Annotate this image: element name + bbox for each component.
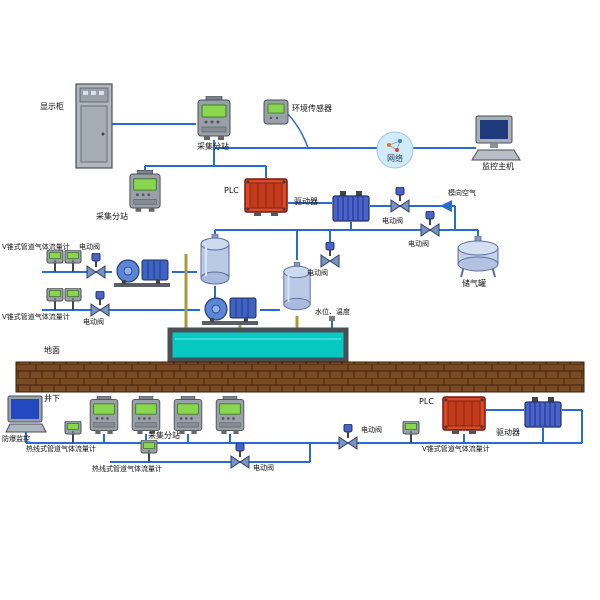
- vcone-flowmeter-3: [402, 421, 420, 443]
- label-valve-b: 电动阀: [408, 240, 429, 248]
- collection-substation-b1: [89, 396, 119, 434]
- electric-valve-f: [338, 424, 358, 450]
- label-monitor-host: 监控主机: [482, 162, 514, 171]
- vcone-flowmeter-1b: [64, 250, 82, 272]
- electric-valve-e: [320, 242, 340, 268]
- sensor-cable: [285, 111, 309, 149]
- label-underground: 井下: [44, 394, 60, 403]
- explosion-proof-computer: [5, 395, 47, 433]
- collection-substation-1: [197, 96, 231, 140]
- hotwire-flowmeter-2: [140, 440, 158, 462]
- label-substation-2: 采集分站: [96, 212, 128, 221]
- label-env-sensor: 环境传感器: [292, 104, 332, 113]
- collection-substation-b4: [215, 396, 245, 434]
- label-gas-tank: 储气罐: [462, 279, 486, 288]
- environment-sensor: [263, 99, 289, 125]
- label-valve-e: 电动阀: [307, 269, 328, 277]
- hotwire-flowmeter-1: [64, 421, 82, 443]
- vcone-flowmeter-1a: [46, 250, 64, 272]
- collection-substation-b3: [173, 396, 203, 434]
- label-hotwire-2: 热线式管道气体流量计: [92, 465, 162, 473]
- collection-substation-b2: [131, 396, 161, 434]
- driver-bottom: [524, 396, 562, 428]
- electric-valve-c: [86, 253, 106, 279]
- gas-storage-tank: [457, 236, 499, 278]
- electric-valve-b: [420, 211, 440, 237]
- label-air-inlet: 模向空气: [448, 189, 476, 197]
- label-vcone-3: V锥式管道气体流量计: [422, 445, 490, 453]
- network-cloud: [376, 131, 414, 169]
- label-water-temp: 水位、温度: [315, 308, 350, 316]
- pump-2: [201, 297, 259, 326]
- label-valve-c: 电动阀: [79, 243, 100, 251]
- display-cabinet: [75, 83, 113, 169]
- label-driver-bottom: 驱动器: [496, 428, 520, 437]
- electric-valve-a: [390, 187, 410, 213]
- plc-bottom: [442, 396, 486, 434]
- collection-substation-2: [129, 170, 161, 212]
- plc-top: [244, 178, 288, 216]
- label-explosion-monitor: 防爆监控: [2, 435, 30, 443]
- pump-1: [113, 259, 171, 288]
- label-ground: 地面: [44, 346, 60, 355]
- vcone-flowmeter-2a: [46, 288, 64, 310]
- driver-top: [332, 190, 370, 222]
- label-display-cabinet: 显示柜: [40, 102, 64, 111]
- label-hotwire-1: 热线式管道气体流量计: [26, 445, 96, 453]
- label-driver-top: 驱动器: [294, 197, 318, 206]
- electric-valve-g: [230, 443, 250, 469]
- label-vcone-1: V锥式管道气体流量计: [2, 243, 70, 251]
- air-inlet-arrow-icon: [440, 200, 452, 212]
- label-plc-top: PLC: [224, 186, 239, 195]
- label-valve-a: 电动阀: [382, 217, 403, 225]
- monitor-host: [471, 115, 521, 161]
- vcone-flowmeter-2b: [64, 288, 82, 310]
- label-valve-g: 电动阀: [253, 464, 274, 472]
- label-substation-top: 采集分站: [197, 142, 229, 151]
- label-vcone-2: V锥式管道气体流量计: [2, 313, 70, 321]
- water-pool: [167, 327, 349, 363]
- ground-brick-strip: [15, 361, 585, 393]
- label-valve-f: 电动阀: [361, 426, 382, 434]
- vertical-tank-1: [200, 234, 230, 285]
- level-temp-sensor: [329, 316, 335, 321]
- electric-valve-d: [90, 291, 110, 317]
- label-substation-bottom: 采集分站: [148, 431, 180, 440]
- label-plc-bottom: PLC: [419, 397, 434, 406]
- label-valve-d: 电动阀: [83, 318, 104, 326]
- label-network: 网络: [387, 154, 403, 163]
